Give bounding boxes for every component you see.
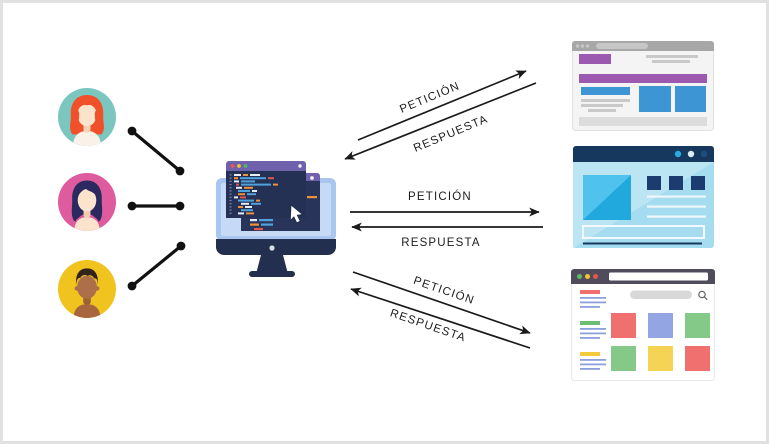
client-link-lines bbox=[127, 126, 186, 291]
client-user-2 bbox=[58, 173, 116, 231]
response-arrow-top bbox=[344, 82, 537, 160]
code-window-front bbox=[226, 161, 306, 224]
connection-lines-layer bbox=[127, 70, 543, 349]
webpage-mockup-grid-icon bbox=[571, 269, 715, 381]
client-user-1 bbox=[58, 88, 116, 146]
webpage-mockup-blue-icon bbox=[573, 146, 714, 248]
response-arrow-bottom bbox=[350, 287, 531, 349]
web-server-monitor bbox=[208, 153, 338, 279]
search-icon bbox=[698, 290, 708, 301]
darkhair-woman-avatar-icon bbox=[58, 173, 116, 231]
browser-window-2 bbox=[573, 146, 714, 248]
response-label-middle: RESPUESTA bbox=[401, 237, 481, 249]
request-response-arrows bbox=[344, 70, 543, 349]
client-user-3 bbox=[58, 260, 116, 318]
request-arrow-top bbox=[357, 70, 527, 141]
client-link-line-3 bbox=[127, 241, 186, 291]
request-arrow-bottom bbox=[352, 271, 531, 335]
browser-window-1 bbox=[572, 41, 714, 131]
client-link-line-1 bbox=[127, 126, 185, 176]
request-label-middle: PETICIÓN bbox=[408, 191, 472, 203]
man-avatar-icon bbox=[58, 260, 116, 318]
code-lines bbox=[234, 174, 278, 215]
redhead-woman-avatar-icon bbox=[58, 88, 116, 146]
client-link-line-2 bbox=[127, 201, 185, 211]
code-editor-monitor-icon bbox=[216, 161, 336, 277]
browser-window-3 bbox=[571, 269, 715, 381]
webpage-mockup-gray-icon bbox=[572, 41, 714, 131]
mouse-cursor-icon bbox=[289, 204, 304, 224]
